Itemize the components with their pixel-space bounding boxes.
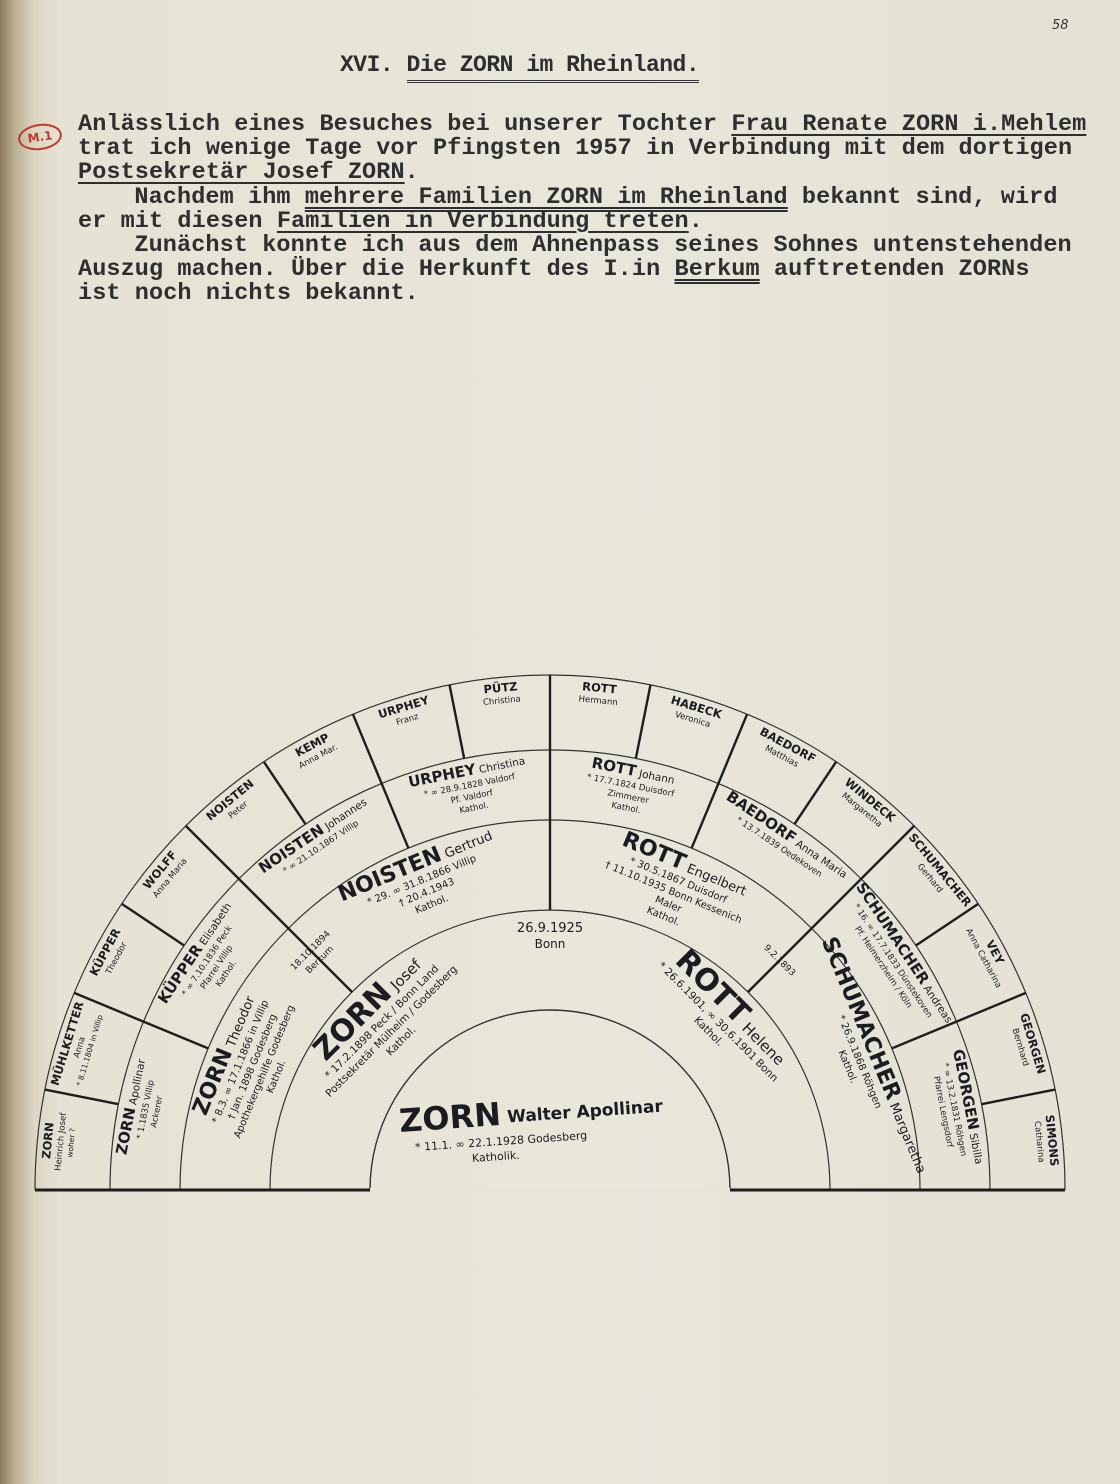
sector-divider [448,684,466,759]
ancestor-surname: ZORN [39,1122,57,1160]
text-segment: trat ich wenige Tage vor Pfingsten 1957 … [78,135,1073,163]
ancestor-surname: SIMONS [1043,1114,1062,1167]
underlined-text: Berkum [674,256,760,284]
ancestor-name-line: NOISTEN Johannes [255,792,370,877]
sector-divider [184,824,240,880]
text-segment: . [404,159,419,187]
sector-divider [956,991,1027,1023]
ancestor-surname: SCHUMACHER [906,830,975,909]
sector-divider [690,783,720,849]
sector-divider [121,902,185,947]
section-heading: Die ZORN im Rheinland. [406,52,700,83]
text-segment: bekannt sind, wird [787,183,1058,211]
ancestor-given-name: Catharina [1032,1121,1046,1163]
text-line: trat ich wenige Tage vor Pfingsten 1957 … [78,137,1086,161]
sector-divider [747,927,813,993]
section-number: XVI. [340,52,407,78]
text-segment: . [688,207,703,235]
sector-divider [634,684,652,759]
underlined-text: Familien in Verbindung treten [276,207,689,235]
text-segment: er mit diesen [78,207,277,235]
sector-divider [717,713,749,784]
underlined-text: Postsekretär Josef ZORN [78,159,405,187]
sector-divider [287,927,353,993]
ancestor-given-name: Christina [483,694,522,708]
sector-divider [143,1020,209,1050]
ancestor-surname: ROTT [582,679,618,696]
text-segment: auftretenden ZORNs [759,256,1030,284]
underlined-text: mehrere Familien ZORN im Rheinland [304,183,788,211]
text-segment: Nachdem ihm [134,183,305,211]
text-line: Nachdem ihm mehrere Familien ZORN im Rhe… [78,183,1086,211]
text-segment: Anlässlich eines Besuches bei unserer To… [78,111,732,138]
proband-surname: ZORN [398,1095,502,1140]
text-line: Auszug machen. Über die Herkunft des I.i… [78,258,1086,282]
sector-divider [351,713,383,784]
text-line: er mit diesen Familien in Verbindung tre… [78,207,1086,235]
sector-divider [793,761,838,825]
text-line: Postsekretär Josef ZORN. [78,161,1086,185]
sector-divider [262,761,307,825]
sector-divider [380,783,410,849]
proband-detail: Katholik. [472,1149,521,1165]
ancestor-given-name: Christina [475,755,527,777]
ancestor-given-name: Hermann [578,694,618,708]
sector-divider [238,878,290,930]
marriage-place: Bonn [535,937,566,951]
text-segment: Zunächst konnte ich aus dem Ahnenpass se… [134,231,1072,259]
sector-divider [44,1088,119,1106]
text-line: Anlässlich eines Besuches bei unserer To… [78,111,1087,138]
text-line: Zunächst konnte ich aus dem Ahnenpass se… [78,231,1086,259]
body-paragraph: Anlässlich eines Besuches bei unserer To… [78,111,1087,307]
text-line: ist noch nichts bekannt. [78,282,1086,306]
ancestor-surname: PÜTZ [483,678,518,696]
ring-arc [369,1009,731,1191]
ancestor-name-line: BAEDORF Anna Maria [723,787,852,882]
ancestor-given-name: Margaretha [884,1097,928,1176]
underlined-text: Frau Renate ZORN i.Mehlem [731,111,1087,138]
sector-divider [860,824,916,880]
section-title: XVI. Die ZORN im Rheinland. [340,52,700,83]
marriage-date: 26.9.1925 [517,921,583,936]
sector-divider [981,1088,1056,1106]
text-segment: ist noch nichts bekannt. [78,280,419,308]
proband-given-name: Walter Apollinar [507,1097,664,1128]
sector-divider [891,1020,957,1050]
ancestor-given-name: Sibilla [966,1129,985,1165]
ancestor-detail: woher ? [65,1128,77,1158]
text-segment: Auszug machen. Über die Herkunft des I.i… [78,256,675,284]
sector-divider [810,878,862,930]
page-number: 58 [1052,18,1069,33]
sector-divider [915,902,979,947]
sector-divider [73,991,144,1023]
